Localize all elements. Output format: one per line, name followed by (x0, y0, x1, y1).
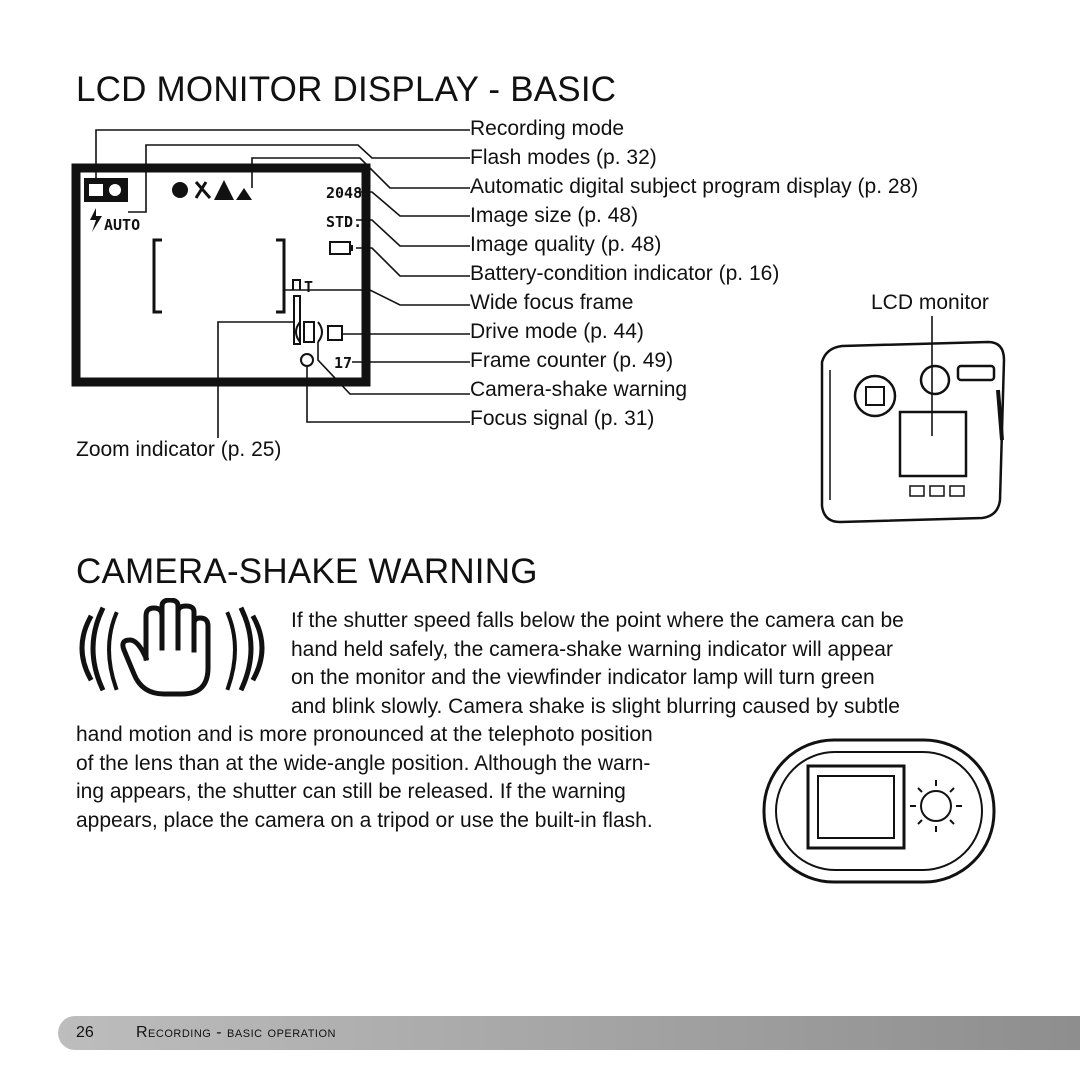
paragraph-line: appears, place the camera on a tripod or… (76, 808, 653, 832)
label-drive-mode: Drive mode (p. 44) (470, 320, 644, 343)
shake-paragraph-bottom: hand motion and is more pronounced at th… (76, 721, 653, 835)
leader-lines (95, 129, 470, 438)
label-zoom-indicator: Zoom indicator (p. 25) (76, 438, 282, 461)
label-lcd-monitor: LCD monitor (871, 291, 989, 314)
paragraph-line: and blink slowly. Camera shake is slight… (291, 694, 900, 718)
footer-bar (58, 1016, 1080, 1050)
indicator-lamp-icon (910, 780, 962, 832)
subject-program-icons (172, 180, 252, 200)
label-image-quality: Image quality (p. 48) (470, 233, 662, 256)
label-camera-shake-warning: Camera-shake warning (470, 378, 688, 401)
image-quality-glyph: STD. (326, 213, 362, 231)
lcd-display-diagram: AUTO 2048 STD. T 17 (71, 129, 1006, 524)
svg-text:AUTO: AUTO (104, 216, 140, 234)
label-subject-program: Automatic digital subject program displa… (470, 175, 919, 198)
label-wide-focus-frame: Wide focus frame (470, 291, 634, 314)
paragraph-line: hand held safely, the camera-shake warni… (291, 637, 893, 661)
viewfinder-illustration (762, 738, 996, 884)
paragraph-line: ing appears, the shutter can still be re… (76, 780, 626, 803)
recording-mode-icon (84, 178, 128, 202)
footer-section-title: Recording - basic operation (136, 1024, 336, 1041)
wide-focus-frame (152, 238, 286, 314)
drive-mode-icon (327, 325, 343, 341)
label-battery: Battery-condition indicator (p. 16) (470, 262, 780, 285)
section-title-lcd: LCD MONITOR DISPLAY - BASIC (76, 70, 617, 109)
label-focus-signal: Focus signal (p. 31) (470, 407, 655, 430)
label-flash-modes: Flash modes (p. 32) (470, 146, 657, 169)
page-number: 26 (76, 1024, 94, 1041)
frame-counter-glyph: 17 (334, 354, 352, 372)
camera-illustration (820, 316, 1006, 524)
zoom-indicator-glyph: T (292, 278, 313, 345)
svg-text:T: T (304, 278, 313, 296)
paragraph-line: on the monitor and the viewfinder indica… (291, 666, 875, 689)
camera-shake-small-icon (295, 321, 323, 343)
paragraph-line: of the lens than at the wide-angle posit… (76, 751, 651, 775)
image-size-glyph: 2048 (326, 184, 362, 202)
shake-paragraph-top: If the shutter speed falls below the poi… (291, 607, 904, 721)
paragraph-line: hand motion and is more pronounced at th… (76, 723, 653, 746)
label-image-size: Image size (p. 48) (470, 204, 639, 227)
battery-icon (329, 241, 353, 255)
paragraph-line: If the shutter speed falls below the poi… (291, 609, 904, 632)
flash-auto-icon: AUTO (90, 208, 140, 234)
camera-shake-warning-icon (79, 598, 265, 697)
label-frame-counter: Frame counter (p. 49) (470, 349, 674, 372)
section-title-camera-shake: CAMERA-SHAKE WARNING (76, 552, 538, 591)
label-recording-mode: Recording mode (470, 117, 625, 140)
